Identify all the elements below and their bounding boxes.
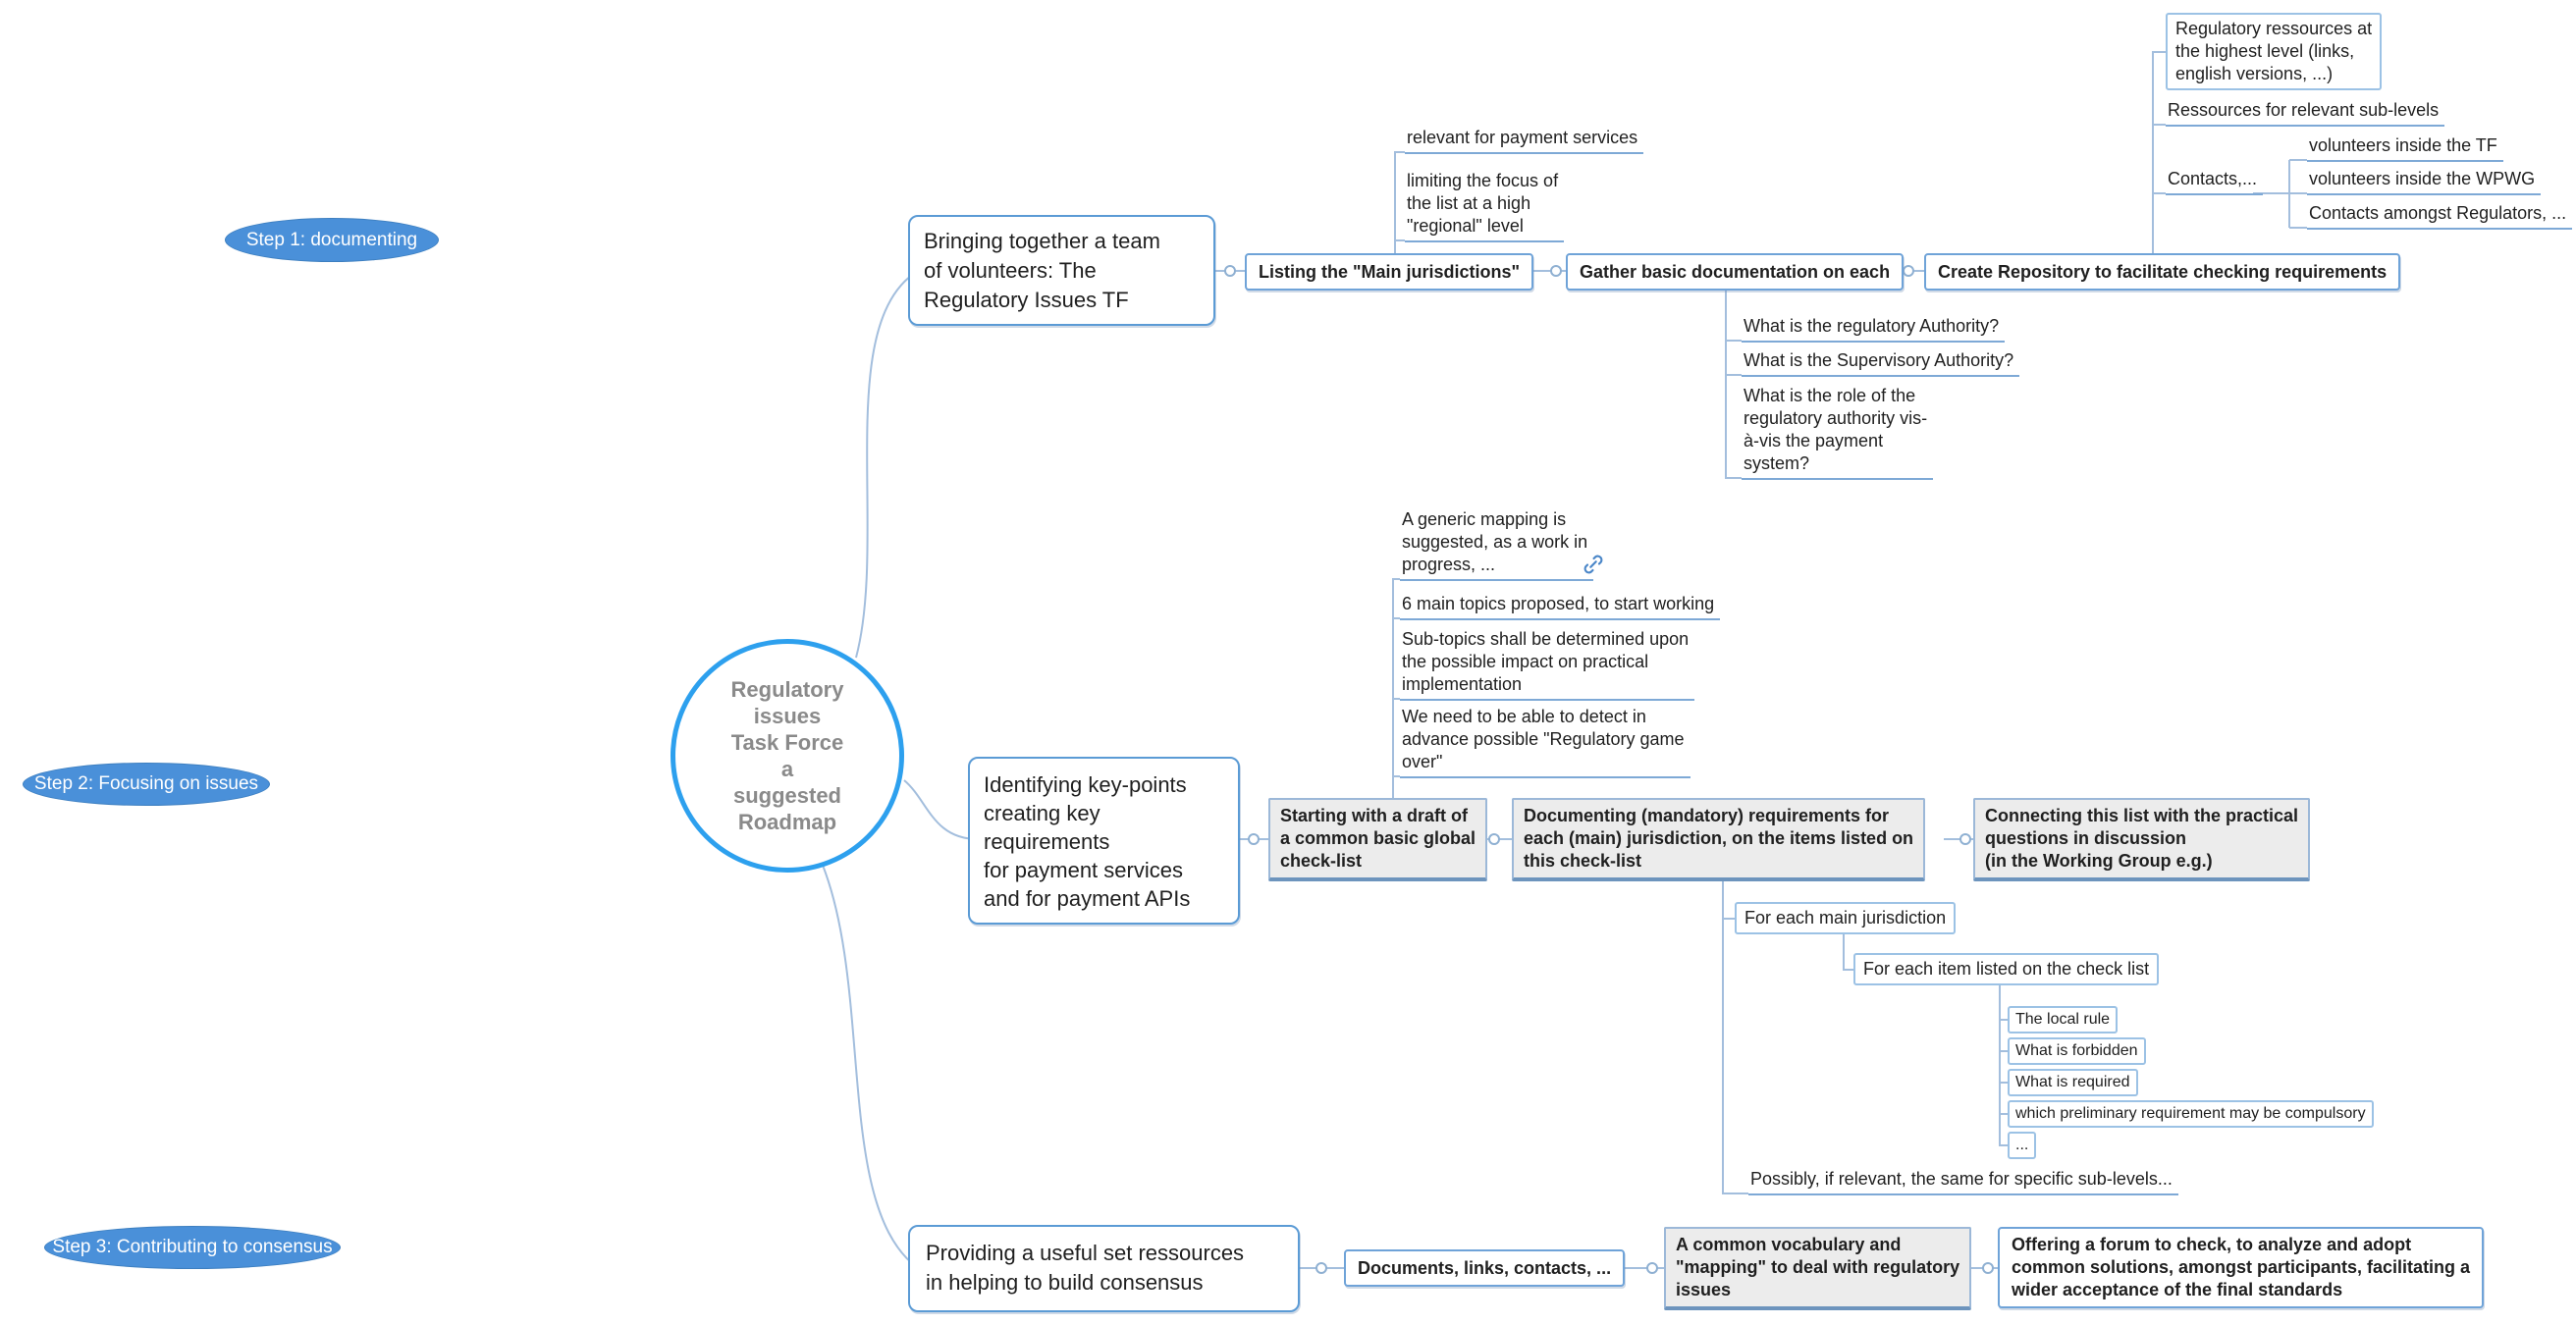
step-2-label[interactable]: Step 2: Focusing on issues — [23, 763, 270, 806]
link-icon[interactable] — [1581, 534, 1606, 574]
fold-handle[interactable] — [1224, 265, 1236, 277]
fold-handle[interactable] — [1982, 1262, 1994, 1274]
note-generic-mapping[interactable]: A generic mapping is suggested, as a wor… — [1400, 506, 1594, 581]
node-offering-forum[interactable]: Offering a forum to check, to analyze an… — [1998, 1227, 2485, 1308]
fold-handle[interactable] — [1959, 833, 1971, 845]
node-volunteers-wpwg[interactable]: volunteers inside the WPWG — [2307, 166, 2542, 195]
note-regulatory-game-over[interactable]: We need to be able to detect in advance … — [1400, 704, 1690, 778]
fold-handles — [1224, 265, 1994, 1274]
node-what-is-required[interactable]: What is required — [2008, 1069, 2138, 1096]
node-contacts[interactable]: Contacts,... — [2166, 166, 2264, 195]
node-listing-jurisdictions[interactable]: Listing the "Main jurisdictions" — [1245, 253, 1534, 291]
node-providing-ressources[interactable]: Providing a useful set ressources in hel… — [908, 1225, 1300, 1312]
node-preliminary-requirement[interactable]: which preliminary requirement may be com… — [2008, 1100, 2374, 1128]
edge-item-leaves — [1999, 981, 2012, 1146]
note-relevant-payment-services[interactable]: relevant for payment services — [1405, 125, 1644, 154]
note-sub-topics[interactable]: Sub-topics shall be determined upon the … — [1400, 626, 1695, 701]
fold-handle[interactable] — [1248, 833, 1260, 845]
edge-gather-children — [1725, 285, 1742, 479]
node-supervisory-authority[interactable]: What is the Supervisory Authority? — [1742, 347, 2020, 377]
edge-starting-notes — [1392, 578, 1400, 805]
step-1-label[interactable]: Step 1: documenting — [225, 218, 439, 262]
edge-center-branch2 — [903, 779, 979, 840]
node-volunteers-tf[interactable]: volunteers inside the TF — [2307, 132, 2503, 162]
node-gather-documentation[interactable]: Gather basic documentation on each — [1566, 253, 1905, 291]
fold-handle[interactable] — [1550, 265, 1562, 277]
node-connecting-list[interactable]: Connecting this list with the practical … — [1973, 798, 2311, 881]
node-for-each-jurisdiction[interactable]: For each main jurisdiction — [1735, 902, 1957, 934]
node-for-each-item[interactable]: For each item listed on the check list — [1853, 953, 2160, 985]
node-documenting-requirements[interactable]: Documenting (mandatory) requirements for… — [1512, 798, 1926, 881]
fold-handle[interactable] — [1646, 1262, 1658, 1274]
edge-center-branch3 — [821, 862, 919, 1269]
edge-center-branch1 — [855, 270, 919, 659]
note-six-main-topics[interactable]: 6 main topics proposed, to start working — [1400, 591, 1721, 620]
central-topic[interactable]: Regulatory issues Task Force a suggested… — [671, 639, 904, 873]
node-identifying-key-points[interactable]: Identifying key-points creating key requ… — [968, 757, 1240, 925]
node-common-vocabulary[interactable]: A common vocabulary and "mapping" to dea… — [1664, 1227, 1972, 1310]
node-local-rule[interactable]: The local rule — [2008, 1006, 2119, 1034]
note-limiting-focus[interactable]: limiting the focus of the list at a high… — [1405, 168, 1565, 242]
node-ellipsis[interactable]: ... — [2008, 1132, 2037, 1159]
node-starting-checklist[interactable]: Starting with a draft of a common basic … — [1268, 798, 1488, 881]
edge-contacts-children — [2253, 159, 2307, 229]
edge-repo-children — [2152, 51, 2166, 260]
node-what-is-forbidden[interactable]: What is forbidden — [2008, 1037, 2146, 1065]
node-regulatory-authority[interactable]: What is the regulatory Authority? — [1742, 313, 2006, 343]
fold-handle[interactable] — [1315, 1262, 1327, 1274]
fold-handle[interactable] — [1903, 265, 1914, 277]
node-documents-links-contacts[interactable]: Documents, links, contacts, ... — [1344, 1249, 1626, 1287]
node-possibly-sublevels[interactable]: Possibly, if relevant, the same for spec… — [1748, 1166, 2178, 1195]
node-create-repository[interactable]: Create Repository to facilitate checking… — [1924, 253, 2401, 291]
step-3-label[interactable]: Step 3: Contributing to consensus — [44, 1226, 341, 1269]
node-team-of-volunteers[interactable]: Bringing together a team of volunteers: … — [908, 215, 1215, 326]
node-regulatory-ressources[interactable]: Regulatory ressources at the highest lev… — [2166, 13, 2383, 90]
node-ressources-sublevels[interactable]: Ressources for relevant sub-levels — [2166, 97, 2445, 127]
node-contacts-regulators[interactable]: Contacts amongst Regulators, ... — [2307, 200, 2573, 230]
node-role-of-authority[interactable]: What is the role of the regulatory autho… — [1742, 383, 1934, 480]
fold-handle[interactable] — [1488, 833, 1500, 845]
edge-listing-notes — [1394, 151, 1405, 260]
